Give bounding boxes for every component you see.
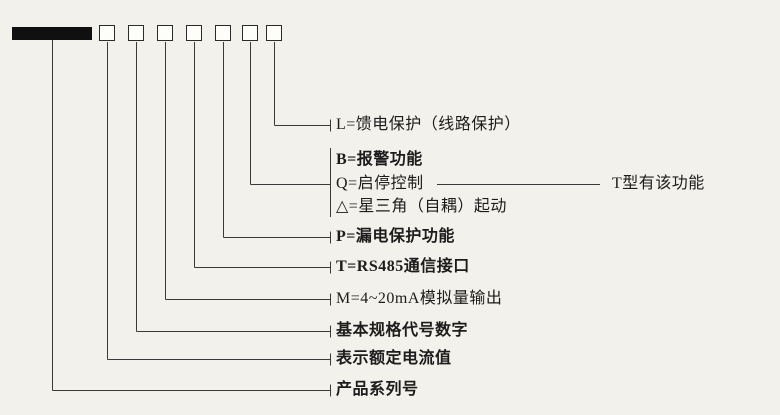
code-box-4 (186, 25, 202, 41)
label-l: L=馈电保护（线路保护） (336, 116, 521, 133)
label-p: P=漏电保护功能 (336, 228, 455, 245)
code-box-7 (266, 25, 282, 41)
side-note-t-type: T型有该功能 (612, 175, 705, 192)
label-series: 产品系列号 (336, 381, 419, 398)
label-rated-current: 表示额定电流值 (336, 350, 452, 367)
label-m: M=4~20mA模拟量输出 (336, 290, 503, 307)
label-delta: △=星三角（自耦）起动 (336, 198, 507, 215)
code-box-series (12, 27, 92, 40)
label-t: T=RS485通信接口 (336, 258, 470, 275)
code-box-3 (157, 25, 173, 41)
code-box-1 (99, 25, 115, 41)
label-q: Q=启停控制 (336, 175, 424, 192)
code-box-5 (215, 25, 231, 41)
code-box-6 (242, 25, 258, 41)
label-spec-digit: 基本规格代号数字 (336, 322, 469, 339)
label-b: B=报警功能 (336, 151, 423, 168)
code-box-2 (128, 25, 144, 41)
